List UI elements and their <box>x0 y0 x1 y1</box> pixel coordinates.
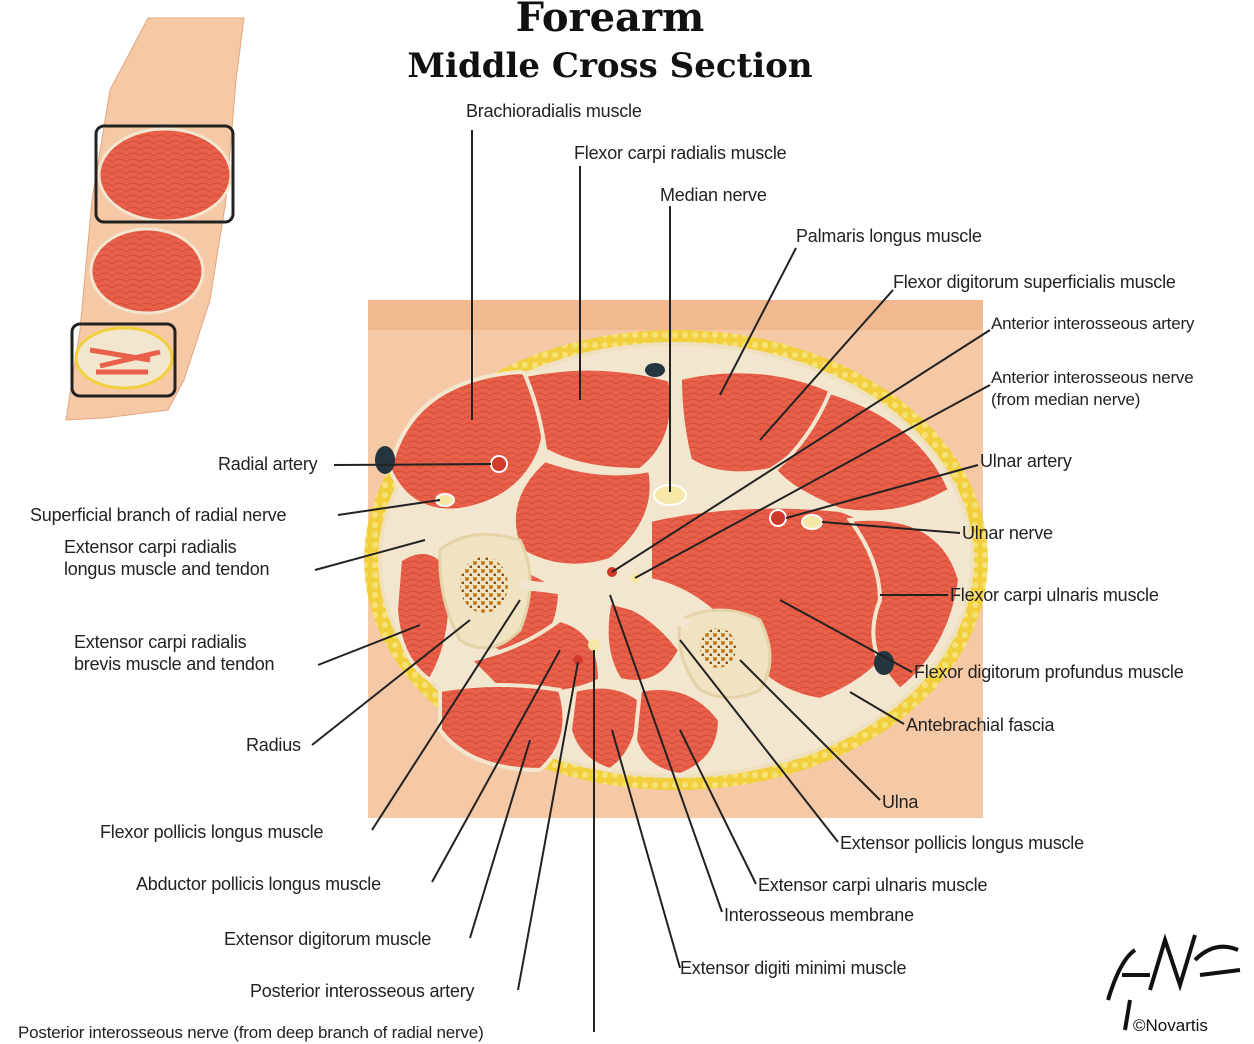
label-palmaris-longus: Palmaris longus muscle <box>796 225 982 247</box>
label-fcu: Flexor carpi ulnaris muscle <box>950 584 1159 606</box>
median-vein-top <box>645 363 665 377</box>
label-epl: Extensor pollicis longus muscle <box>840 832 1084 854</box>
label-edm: Extensor digiti minimi muscle <box>680 957 906 979</box>
label-post-interosseous-nerve: Posterior interosseous nerve (from deep … <box>18 1022 484 1044</box>
label-ecrl: Extensor carpi radialis longus muscle an… <box>64 536 269 580</box>
forearm-thumbnail <box>66 18 244 420</box>
ulnar-nerve <box>802 515 822 529</box>
cephalic-vein-left <box>375 446 395 474</box>
label-ecrb: Extensor carpi radialis brevis muscle an… <box>74 631 274 675</box>
ulnar-artery <box>770 510 786 526</box>
label-ulnar-nerve: Ulnar nerve <box>962 522 1053 544</box>
thumbnail-section-middle <box>91 229 203 313</box>
label-brachioradialis: Brachioradialis muscle <box>466 100 642 122</box>
label-ecu: Extensor carpi ulnaris muscle <box>758 874 987 896</box>
leader-radial-artery <box>334 464 491 465</box>
label-interosseous-membrane: Interosseous membrane <box>724 904 914 926</box>
radial-artery <box>491 456 507 472</box>
label-median-nerve: Median nerve <box>660 184 767 206</box>
label-apl: Abductor pollicis longus muscle <box>136 873 381 895</box>
label-fdp: Flexor digitorum profundus muscle <box>914 661 1184 683</box>
cross-section <box>364 300 988 818</box>
radius-marrow <box>460 557 508 613</box>
skin-top-band <box>368 300 983 330</box>
label-radius: Radius <box>246 734 301 756</box>
label-superficial-radial-nerve: Superficial branch of radial nerve <box>30 504 286 526</box>
label-ulnar-artery: Ulnar artery <box>980 450 1072 472</box>
label-post-interosseous-artery: Posterior interosseous artery <box>250 980 474 1002</box>
label-fpl: Flexor pollicis longus muscle <box>100 821 323 843</box>
copyright-credit: ©Novartis <box>1133 1016 1208 1036</box>
label-ant-interosseous-artery: Anterior interosseous artery <box>991 313 1194 335</box>
label-ed: Extensor digitorum muscle <box>224 928 431 950</box>
label-antebrachial-fascia: Antebrachial fascia <box>906 714 1054 736</box>
label-ulna: Ulna <box>882 791 918 813</box>
thumbnail-section-upper <box>99 129 231 221</box>
label-fds: Flexor digitorum superficialis muscle <box>893 271 1176 293</box>
label-ant-interosseous-nerve: Anterior interosseous nerve (from median… <box>991 367 1194 411</box>
label-flexor-carpi-radialis: Flexor carpi radialis muscle <box>574 142 786 164</box>
label-radial-artery: Radial artery <box>218 453 317 475</box>
ulna-marrow <box>700 628 736 668</box>
basilic-vein-right <box>874 651 894 675</box>
posterior-interosseous-nerve <box>588 639 600 651</box>
